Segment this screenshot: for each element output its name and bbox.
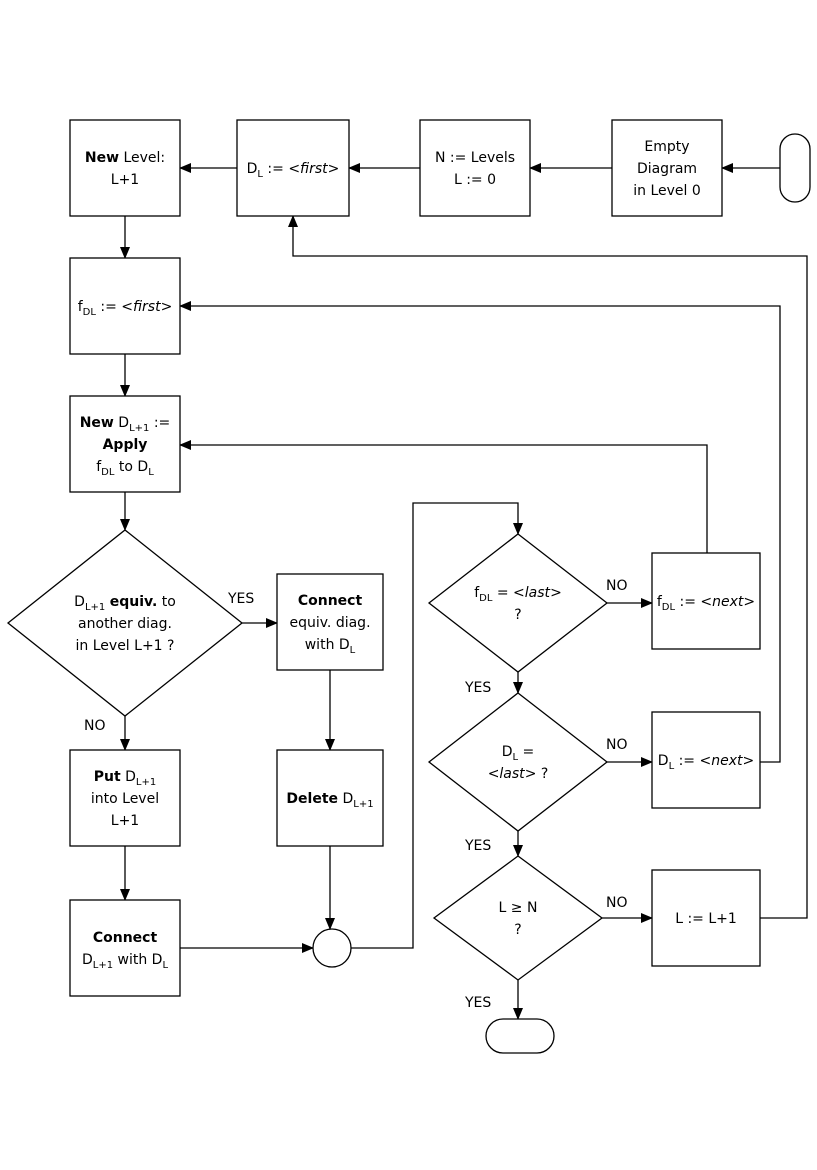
node-f-last-text-line-2: ? <box>514 607 521 623</box>
node-start-shape <box>779 133 811 203</box>
flow-arrow-14 <box>351 502 523 949</box>
node-d-next: DL := <next> <box>651 711 761 809</box>
node-d-last: DL = <last> ? <box>427 692 609 832</box>
node-equiv-text-line-1: DL+1 equiv. to <box>74 594 176 613</box>
node-merge <box>312 928 352 968</box>
node-f-last-shape <box>427 533 609 673</box>
label-d-last-no: NO <box>606 737 628 753</box>
node-delete-shape <box>276 749 384 847</box>
node-connect-equiv: Connect equiv. diag. with DL <box>276 573 384 671</box>
node-dl-first: DL := <first> <box>236 119 350 217</box>
node-l-ge-n: L ≥ N? <box>432 855 604 981</box>
node-f-next-text-line-1: fDL := <next> <box>657 594 755 613</box>
node-new-level: New Level: L+1 <box>69 119 181 217</box>
node-l-inc-text-line-1: L := L+1 <box>675 911 737 927</box>
node-f-first-text-line-1: fDL := <first> <box>78 299 173 318</box>
node-empty-text-line-3: in Level 0 <box>633 183 701 199</box>
flow-arrow-19 <box>179 301 781 763</box>
node-init-shape <box>419 119 531 217</box>
node-connect-shape <box>69 899 181 997</box>
label-d-last-yes: YES <box>464 838 491 854</box>
node-d-next-text-line-1: DL := <next> <box>658 753 754 772</box>
flow-arrow-16 <box>179 440 708 553</box>
node-dl-first-text-line-1: DL := <first> <box>247 161 340 180</box>
node-end <box>485 1018 555 1054</box>
node-equiv-shape <box>6 529 244 717</box>
node-d-next-shape <box>651 711 761 809</box>
node-equiv-text-line-2: another diag. <box>78 616 172 632</box>
node-d-last-text-line-2: <last> ? <box>488 766 549 782</box>
node-connect-text-line-2: DL+1 with DL <box>82 952 168 971</box>
node-f-next: fDL := <next> <box>651 552 761 650</box>
node-connect-text-line-1: Connect <box>93 930 158 946</box>
node-put-text-line-1: Put DL+1 <box>94 769 156 788</box>
node-apply-text-line-2: Apply <box>103 437 148 453</box>
label-l-ge-n-yes: YES <box>464 995 491 1011</box>
node-empty-text-line-2: Diagram <box>637 161 697 177</box>
label-equiv-no: NO <box>84 718 106 734</box>
label-l-ge-n-no: NO <box>606 895 628 911</box>
node-end-shape <box>485 1018 555 1054</box>
node-dl-first-shape <box>236 119 350 217</box>
node-put-text-line-3: L+1 <box>111 813 139 829</box>
node-f-first: fDL := <first> <box>69 257 181 355</box>
node-new-level-shape <box>69 119 181 217</box>
node-empty-text-line-1: Empty <box>644 139 689 155</box>
node-apply-shape <box>69 395 181 493</box>
node-connect-equiv-text-line-2: equiv. diag. <box>289 615 370 631</box>
node-apply: New DL+1 := Apply fDL to DL <box>69 395 181 493</box>
node-f-last: fDL = <last>? <box>427 533 609 673</box>
node-apply-text-line-1: New DL+1 := <box>80 415 171 434</box>
node-delete: Delete DL+1 <box>276 749 384 847</box>
node-l-ge-n-shape <box>432 855 604 981</box>
node-d-last-text-line-1: DL = <box>502 744 535 763</box>
node-connect-equiv-shape <box>276 573 384 671</box>
node-l-inc-shape <box>651 869 761 967</box>
label-f-last-yes: YES <box>464 680 491 696</box>
node-start <box>779 133 811 203</box>
node-f-first-shape <box>69 257 181 355</box>
node-init-text-line-1: N := Levels <box>435 150 515 166</box>
node-delete-text-line-1: Delete DL+1 <box>286 791 373 810</box>
node-equiv: DL+1 equiv. to another diag. in Level L+1 … <box>6 529 244 717</box>
node-l-ge-n-text-line-1: L ≥ N <box>499 900 538 916</box>
node-new-level-text-line-2: L+1 <box>111 172 139 188</box>
node-apply-text-line-3: fDL to DL <box>96 459 154 478</box>
label-f-last-no: NO <box>606 578 628 594</box>
label-equiv-yes: YES <box>227 591 254 607</box>
node-init: N := Levels L := 0 <box>419 119 531 217</box>
flow-arrow-22 <box>288 215 808 919</box>
node-put-shape <box>69 749 181 847</box>
node-new-level-text-line-1: New Level: <box>85 150 165 166</box>
node-init-text-line-2: L := 0 <box>454 172 496 188</box>
node-d-last-shape <box>427 692 609 832</box>
node-l-ge-n-text-line-2: ? <box>514 922 521 938</box>
node-put-text-line-2: into Level <box>91 791 159 807</box>
node-equiv-text-line-3: in Level L+1 ? <box>76 638 175 654</box>
node-connect-equiv-text-line-3: with DL <box>305 637 356 656</box>
node-l-inc: L := L+1 <box>651 869 761 967</box>
node-f-next-shape <box>651 552 761 650</box>
node-merge-shape <box>312 928 352 968</box>
node-f-last-text-line-1: fDL = <last> <box>474 585 562 604</box>
node-empty-shape <box>611 119 723 217</box>
node-connect-equiv-text-line-1: Connect <box>298 593 363 609</box>
